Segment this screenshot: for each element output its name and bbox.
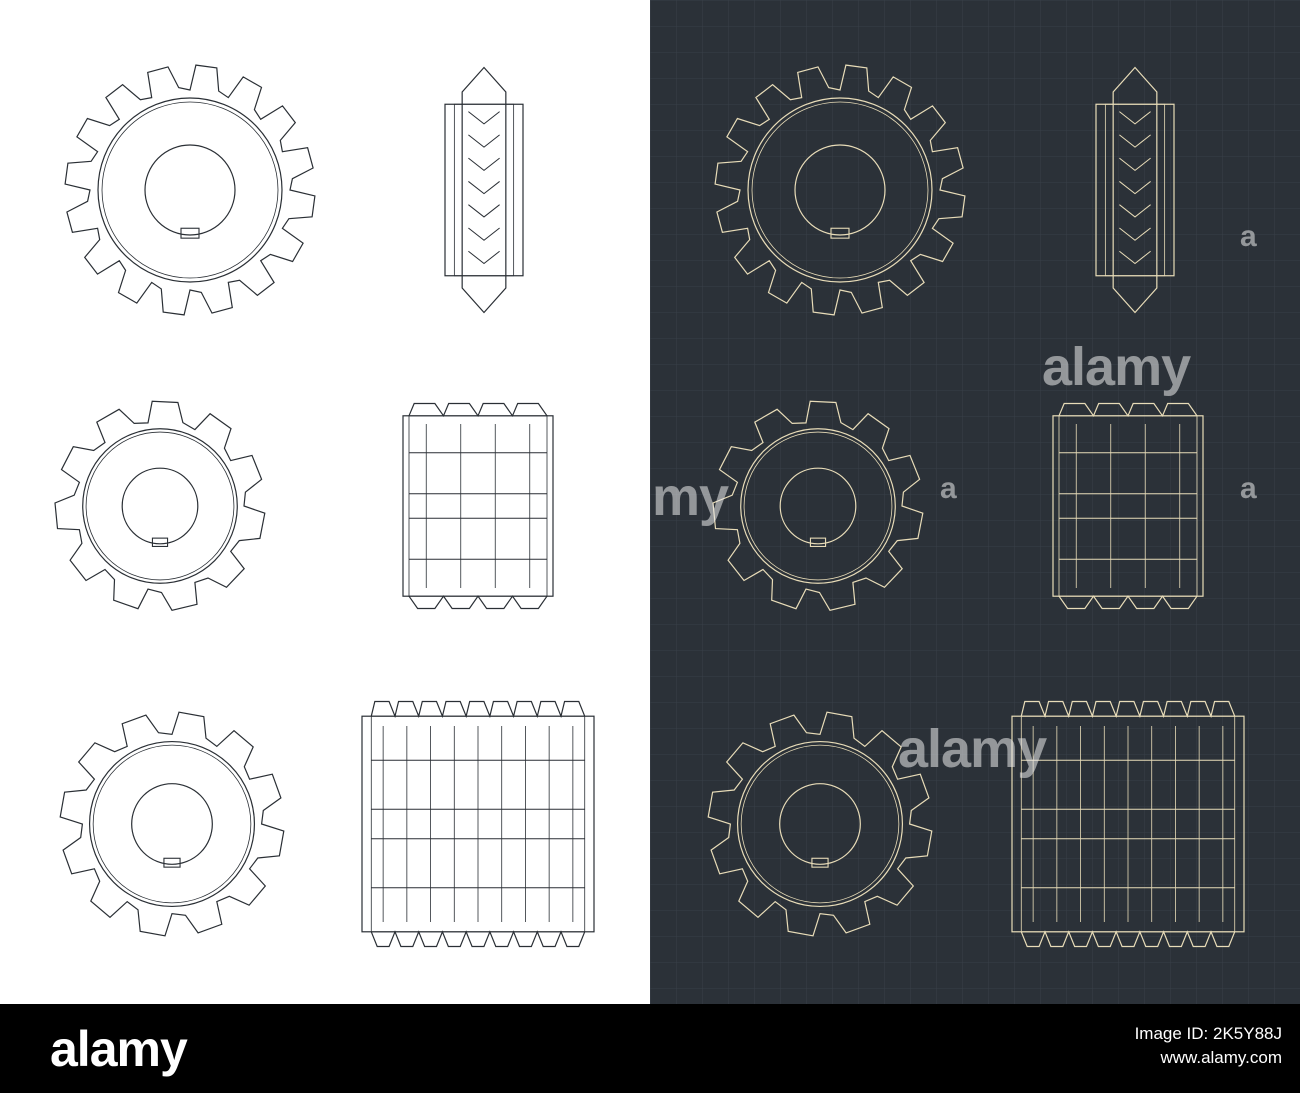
gear-side-chevron [468, 134, 500, 148]
gear-inner-ring [743, 431, 893, 581]
drawing-cylinder-side-dark [1011, 700, 1245, 948]
gear-side-chevron [468, 181, 500, 195]
blueprint-artwork: alamy alamy my a a a [0, 0, 1300, 1004]
footer-brand-logo: alamy [50, 1021, 188, 1077]
footer-meta: Image ID: 2K5Y88J www.alamy.com [1135, 1022, 1282, 1070]
gear-inner-ring [92, 744, 252, 904]
gear-body-ring [747, 97, 933, 283]
watermark-fragment-left: my [652, 467, 729, 527]
gear-bore [794, 144, 886, 236]
gear-inner-ring [751, 101, 929, 279]
drawing-cylinder-side-light [361, 700, 595, 948]
drawing-gear-front-dark [714, 64, 966, 316]
watermark-lower: alamy [898, 719, 1047, 779]
cylinder-inner [408, 415, 548, 597]
gear-side-face [453, 103, 515, 277]
drawing-cylinder-side-dark [1052, 402, 1204, 610]
gear-keyway [809, 537, 827, 547]
gear-body-ring [740, 428, 896, 584]
watermark-fragment-right-2: a [1240, 472, 1257, 505]
gear-inner-ring [740, 744, 900, 904]
drawing-gear-front-dark [707, 711, 933, 937]
cylinder-inner [1020, 715, 1236, 933]
cylinder-top-teeth [1020, 700, 1236, 719]
gear-side-chevron [1119, 157, 1151, 172]
gear-bore [779, 467, 857, 545]
gear-body-ring [82, 428, 238, 584]
gear-inner-ring [85, 431, 235, 581]
gear-side-chevron [1119, 227, 1151, 241]
drawing-gear-side-light [444, 66, 524, 314]
gear-side-chevron [468, 250, 500, 265]
gear-side-chevron [468, 157, 500, 172]
drawing-gear-front-light [59, 711, 285, 937]
gear-side-chevron [468, 111, 500, 125]
cylinder-body [402, 415, 554, 597]
gear-body-ring [736, 740, 904, 908]
drawing-gear-front-light [54, 400, 266, 611]
gear-inner-ring [101, 101, 279, 279]
gear-side-hub [1095, 103, 1175, 277]
gear-side-chevron [1119, 181, 1151, 195]
cylinder-top-teeth [1058, 402, 1198, 418]
gear-teeth-outline [59, 711, 285, 937]
gear-side-profile [1112, 66, 1158, 314]
footer-bar: alamy Image ID: 2K5Y88J www.alamy.com [0, 1004, 1300, 1093]
gear-teeth-outline [714, 64, 966, 316]
gear-keyway [151, 537, 169, 547]
cylinder-bottom-teeth [370, 930, 586, 948]
drawing-gear-side-dark [1095, 66, 1175, 314]
gear-body-ring [88, 740, 256, 908]
site-url[interactable]: www.alamy.com [1160, 1048, 1282, 1067]
cylinder-bottom-teeth [1020, 930, 1236, 948]
gear-bore [779, 783, 861, 865]
gear-keyway [180, 227, 200, 239]
gear-side-chevron [468, 227, 500, 241]
drawing-gear-front-dark [712, 400, 924, 611]
cylinder-top-teeth [370, 700, 586, 719]
gear-keyway [830, 227, 850, 239]
drawing-cylinder-side-light [402, 402, 554, 610]
cylinder-top-teeth [408, 402, 548, 418]
watermark-center: alamy [1042, 337, 1191, 397]
technical-drawings [54, 64, 1245, 948]
watermark-fragment-mid: a [940, 472, 957, 505]
cylinder-body [1052, 415, 1204, 597]
gear-side-chevron [1119, 250, 1151, 265]
image-id-label: Image ID: 2K5Y88J [1134, 1024, 1282, 1043]
blueprint-grid [650, 0, 1300, 1004]
gear-body-ring [97, 97, 283, 283]
gear-side-chevron [1119, 134, 1151, 148]
gear-teeth-outline [64, 64, 316, 316]
dark-blueprint-panel [650, 0, 1300, 1004]
gear-side-chevron [468, 204, 500, 218]
gear-teeth-outline [712, 400, 924, 611]
gear-side-chevron [1119, 111, 1151, 125]
gear-bore [131, 783, 213, 865]
gear-teeth-outline [54, 400, 266, 611]
gear-side-profile [461, 66, 507, 314]
cylinder-bottom-teeth [1058, 595, 1198, 610]
gear-keyway [811, 857, 829, 868]
gear-bore [121, 467, 199, 545]
gear-bore [144, 144, 236, 236]
gear-teeth-outline [707, 711, 933, 937]
gear-side-face [1104, 103, 1166, 277]
gear-keyway [163, 857, 181, 868]
light-panel [0, 0, 650, 1004]
cylinder-bottom-teeth [408, 595, 548, 610]
cylinder-inner [1058, 415, 1198, 597]
gear-side-chevron [1119, 204, 1151, 218]
gear-side-hub [444, 103, 524, 277]
watermark-fragment-right: a [1240, 220, 1257, 253]
cylinder-inner [370, 715, 586, 933]
drawing-gear-front-light [64, 64, 316, 316]
